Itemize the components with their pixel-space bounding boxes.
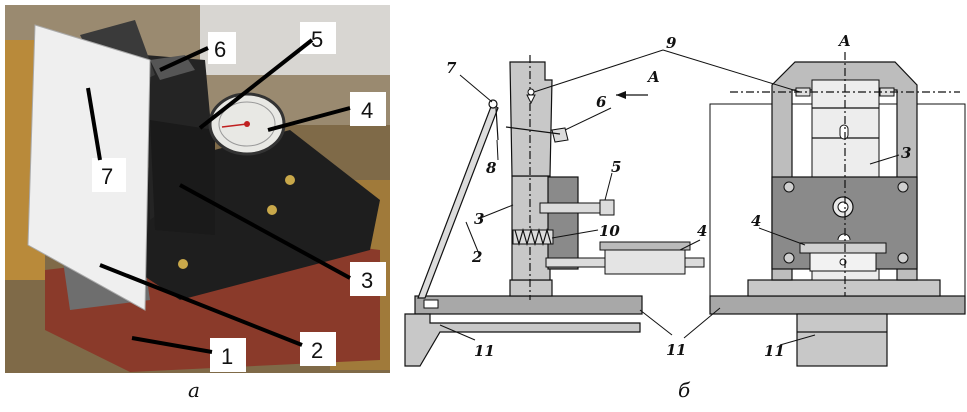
drawing-labels: 7 9 6 8 5 3 10 2 11 1 4 3 4 1 11 — [446, 34, 911, 360]
caption-b: б — [678, 378, 691, 402]
svg-text:7: 7 — [101, 164, 113, 189]
photo-label-5: 5 — [300, 22, 336, 54]
base-plate-1 — [414, 295, 643, 315]
label-9: 9 — [666, 34, 677, 52]
photo-label-3: 3 — [350, 262, 386, 296]
label-8: 8 — [486, 159, 497, 177]
drawing-leader-lines — [439, 49, 900, 346]
label-11: 11 — [474, 342, 495, 360]
label-3-front: 3 — [901, 144, 911, 162]
section-letter-a: A — [837, 32, 851, 50]
label-11-front: 11 — [764, 342, 785, 360]
side-view: A — [404, 55, 705, 367]
drawing-panel: A — [404, 32, 966, 367]
svg-text:4: 4 — [361, 98, 373, 123]
photo-specimen-plate — [27, 24, 151, 311]
label-1-front: 1 — [676, 341, 686, 359]
photo-leader-lines — [86, 38, 351, 354]
label-5: 5 — [611, 158, 621, 176]
clamp-block — [547, 176, 579, 270]
svg-text:6: 6 — [214, 37, 226, 62]
svg-text:A: A — [646, 68, 660, 86]
label-3: 3 — [474, 210, 484, 228]
section-arrow-a: A — [616, 68, 660, 99]
svg-text:1: 1 — [221, 344, 233, 369]
front-base-plate — [709, 295, 966, 315]
svg-text:3: 3 — [361, 268, 373, 293]
label-4: 4 — [697, 222, 707, 240]
photo-label-4: 4 — [350, 92, 386, 126]
label-10: 10 — [599, 222, 620, 240]
body-head — [509, 61, 553, 177]
label-1: 1 — [666, 341, 676, 359]
label-6: 6 — [596, 93, 607, 111]
support-11 — [404, 313, 641, 367]
front-support-11 — [796, 313, 888, 367]
label-7: 7 — [446, 59, 457, 77]
svg-text:5: 5 — [311, 27, 323, 52]
specimen-plate-2 — [417, 103, 499, 299]
front-view: A — [709, 32, 966, 367]
label-2: 2 — [471, 248, 482, 266]
label-4-front: 4 — [751, 212, 761, 230]
photo-label-1: 1 — [210, 338, 246, 372]
photo-panel: 6 5 4 7 3 2 1 — [5, 5, 390, 373]
svg-text:2: 2 — [311, 338, 323, 363]
photo-label-2: 2 — [300, 332, 336, 366]
caption-a: а — [188, 378, 200, 402]
photo-label-7: 7 — [92, 158, 126, 192]
spring-10 — [512, 227, 554, 247]
photo-label-6: 6 — [208, 32, 236, 64]
